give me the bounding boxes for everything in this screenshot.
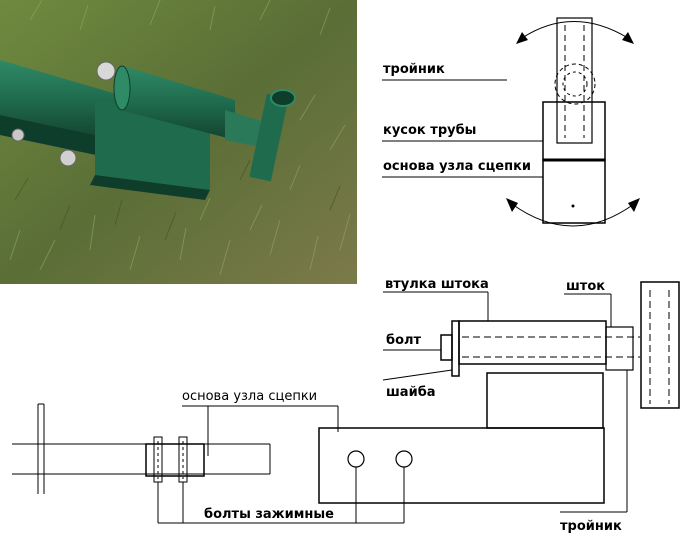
rotation-arrow-top [521, 21, 629, 39]
label-side-rod: шток [566, 279, 605, 294]
rod-sleeve-photo [120, 65, 235, 140]
side-rod-sleeve [458, 320, 607, 365]
side-rod [605, 326, 634, 371]
side-view [318, 281, 680, 513]
label-side-rod-sleeve: втулка штока [385, 277, 489, 292]
frame-view [12, 403, 405, 524]
grass-texture [9, 0, 351, 276]
rotation-arrow-bottom [511, 203, 635, 227]
label-top-tee: тройник [383, 62, 445, 77]
top-tee-pipe [556, 17, 593, 144]
label-clamp-bolts: болты зажимные [204, 507, 334, 522]
tee-photo [249, 93, 289, 182]
label-frame-base: основа узла сцепки [182, 389, 317, 404]
side-bolt-hole-1 [347, 450, 365, 468]
label-side-bolt: болт [386, 333, 422, 348]
bolt-photo-1 [96, 61, 116, 81]
top-pipe-piece [542, 101, 606, 161]
top-hitch-base [542, 159, 606, 224]
label-side-tee: тройник [560, 519, 622, 534]
label-top-pipe-piece: кусок трубы [383, 123, 476, 138]
side-hitch-base [318, 427, 605, 504]
frame-beam [0, 60, 120, 140]
label-side-washer: шайба [386, 385, 436, 400]
bolt-photo-3 [11, 128, 25, 142]
label-top-base: основа узла сцепки [383, 159, 531, 174]
top-view [382, 17, 640, 227]
frame-hitch-base [145, 443, 205, 477]
side-bolt-head [440, 334, 453, 361]
hitch-photo [0, 0, 357, 284]
side-tee-pipe [640, 281, 680, 409]
side-pipe-piece [486, 372, 604, 429]
side-washer [451, 320, 460, 377]
side-bolt-hole-2 [395, 450, 413, 468]
bolt-photo-2 [59, 149, 77, 167]
top-pivot-circle [554, 63, 596, 105]
